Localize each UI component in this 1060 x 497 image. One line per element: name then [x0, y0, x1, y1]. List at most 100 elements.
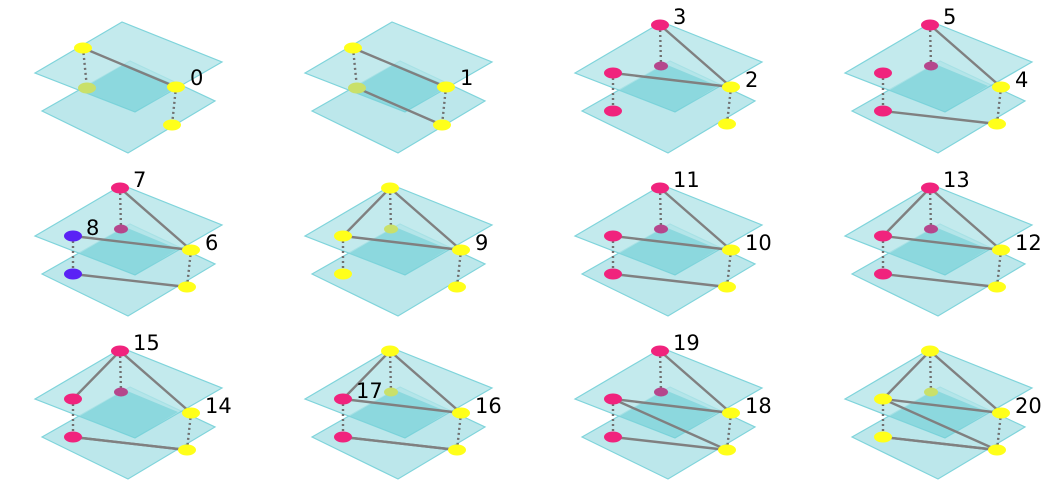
- node-upper-top: [381, 182, 399, 194]
- edge-tl-tr: [81, 46, 178, 89]
- edge-top-tr: [928, 23, 1003, 89]
- panel-label-main: 16: [475, 394, 502, 418]
- interlayer-link-right: [185, 249, 193, 288]
- node-upper-left: [604, 393, 622, 405]
- node-lower-left: [334, 268, 352, 280]
- node-upper-right: [722, 244, 740, 256]
- node-lower-center: [924, 224, 938, 234]
- node-upper-right: [992, 81, 1010, 93]
- node-lower-right: [718, 281, 736, 293]
- node-lower-center: [924, 61, 938, 71]
- interlayer-link-top: [388, 187, 393, 230]
- node-lower-left: [874, 431, 892, 443]
- node-lower-left: [604, 105, 622, 117]
- node-lower-center: [384, 224, 398, 234]
- edge-tl-tr: [881, 234, 1003, 252]
- node-lower-right: [178, 444, 196, 456]
- node-upper-top: [651, 345, 669, 357]
- edge-top-tl: [341, 349, 392, 401]
- node-lower-right: [988, 118, 1006, 130]
- node-lower-right: [988, 444, 1006, 456]
- node-upper-left: [604, 230, 622, 242]
- node-lower-left: [604, 431, 622, 443]
- interlayer-link-right: [995, 412, 1003, 451]
- panel-label-main: 18: [745, 394, 772, 418]
- interlayer-link-right: [725, 412, 733, 451]
- node-upper-right: [182, 244, 200, 256]
- plane-overlap: [890, 64, 988, 112]
- node-upper-top: [921, 182, 939, 194]
- node-lower-left: [334, 431, 352, 443]
- panel-label-left: 17: [356, 379, 383, 403]
- interlayer-link-right: [170, 86, 178, 126]
- panel-label-top: 13: [943, 168, 970, 192]
- node-lower-right: [448, 444, 466, 456]
- node-upper-left: [874, 393, 892, 405]
- node-upper-right: [437, 81, 455, 93]
- interlayer-link-right: [455, 249, 463, 288]
- node-upper-right: [992, 244, 1010, 256]
- plane-overlap: [350, 64, 448, 112]
- node-lower-center: [654, 61, 668, 71]
- panel-label-main: 1: [460, 66, 473, 90]
- node-lower-right: [988, 281, 1006, 293]
- node-upper-left: [334, 230, 352, 242]
- panel-4: 45: [843, 5, 1034, 154]
- node-lower-right: [163, 119, 181, 131]
- plane-overlap: [80, 64, 178, 112]
- panel-label-main: 4: [1015, 68, 1028, 92]
- node-upper-top: [921, 19, 939, 31]
- panel-label-top: 15: [133, 331, 160, 355]
- node-lower-left: [874, 268, 892, 280]
- panel-label-main: 0: [190, 66, 203, 90]
- interlayer-link-left: [81, 47, 89, 89]
- edge-tl-tr: [341, 397, 463, 415]
- edge-top-tl: [881, 186, 932, 238]
- panel-9: 9: [303, 182, 494, 317]
- node-lower-right: [178, 281, 196, 293]
- node-upper-top: [111, 345, 129, 357]
- edge-bl-br: [881, 109, 999, 126]
- edge-bl-trm: [71, 435, 189, 452]
- interlayer-link-left: [351, 47, 359, 89]
- panel-label-top: 3: [673, 5, 686, 29]
- node-upper-top: [651, 182, 669, 194]
- node-lower-right: [718, 444, 736, 456]
- panel-label-main: 12: [1015, 231, 1042, 255]
- node-lower-center: [114, 224, 128, 234]
- node-upper-right: [992, 407, 1010, 419]
- panel-label-top: 5: [943, 5, 956, 29]
- node-upper-right: [452, 407, 470, 419]
- panel-6: 678: [33, 168, 224, 317]
- node-upper-left: [64, 230, 82, 242]
- node-upper-top: [651, 19, 669, 31]
- interlayer-link-right: [995, 86, 1003, 125]
- plane-overlap: [80, 390, 178, 438]
- panel-label-main: 10: [745, 231, 772, 255]
- node-upper-right: [722, 81, 740, 93]
- edge-top-tr: [118, 186, 193, 252]
- panel-1: 1: [303, 21, 494, 154]
- edge-tl-tr: [611, 397, 733, 415]
- node-upper-left: [74, 42, 92, 54]
- node-upper-top: [111, 182, 129, 194]
- node-lower-left: [874, 105, 892, 117]
- edge-bl-trm: [881, 435, 999, 452]
- edge-tl-tr: [351, 46, 448, 89]
- interlayer-link-top: [658, 24, 663, 67]
- edge-top-tl: [881, 349, 932, 401]
- node-upper-left: [874, 230, 892, 242]
- node-upper-right: [722, 407, 740, 419]
- edge-top-tr: [658, 349, 733, 415]
- node-upper-left: [874, 67, 892, 79]
- interlayer-link-right: [725, 249, 733, 288]
- node-lower-center: [384, 387, 398, 397]
- node-upper-top: [381, 345, 399, 357]
- node-lower-left: [604, 268, 622, 280]
- edge-tl-tr: [71, 234, 193, 252]
- node-lower-right: [433, 119, 451, 131]
- panel-label-main: 20: [1015, 394, 1042, 418]
